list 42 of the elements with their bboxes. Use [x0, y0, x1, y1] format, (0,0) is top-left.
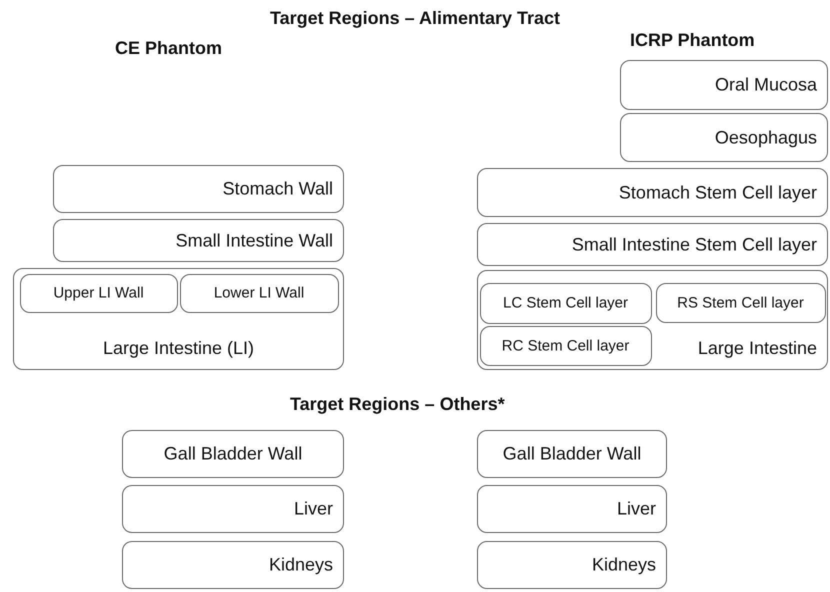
box-label: Large Intestine (LI) [102, 338, 254, 359]
box-label: Small Intestine Wall [176, 230, 333, 251]
rounded-box [620, 60, 828, 110]
box-label: Liver [294, 498, 333, 520]
box-label: Lower LI Wall [214, 284, 304, 302]
box-label: Upper LI Wall [53, 284, 144, 302]
group-box [13, 268, 344, 370]
rounded-box [656, 282, 826, 322]
section-heading: Target Regions – Others* [290, 394, 505, 415]
rounded-box [477, 430, 667, 478]
section-heading: ICRP Phantom [630, 30, 755, 51]
box-label: Oral Mucosa [714, 74, 817, 96]
rounded-box [480, 326, 652, 366]
rounded-box [477, 485, 667, 533]
box-label: RS Stem Cell layer [677, 294, 804, 311]
diagram-title: Target Regions – Alimentary Tract [270, 8, 560, 28]
box-label: Liver [616, 498, 656, 520]
box-label: Oesophagus [714, 127, 817, 148]
box-label: Kidneys [268, 554, 333, 576]
rounded-box [53, 219, 344, 262]
rounded-box [122, 485, 344, 533]
section-heading: CE Phantom [115, 38, 222, 59]
rounded-box [477, 168, 828, 217]
box-label: Gall Bladder Wall [502, 444, 642, 464]
box-label: Gall Bladder Wall [164, 444, 302, 464]
rounded-box [180, 274, 338, 312]
rounded-box [122, 541, 344, 589]
rounded-box [122, 430, 344, 478]
box-label: Stomach Stem Cell layer [618, 182, 817, 203]
rounded-box [477, 223, 828, 266]
box-label: RC Stem Cell layer [502, 337, 630, 354]
box-label: LC Stem Cell layer [502, 294, 628, 312]
box-label: Small Intestine Stem Cell layer [572, 234, 817, 255]
box-label: Large Intestine [698, 338, 817, 359]
box-label: Kidneys [592, 554, 656, 576]
group-box [477, 270, 828, 370]
rounded-box [477, 541, 667, 589]
rounded-box [480, 282, 652, 324]
rounded-box [53, 165, 344, 213]
rounded-box [20, 274, 178, 312]
rounded-box [620, 113, 828, 162]
box-label: Stomach Wall [222, 178, 333, 200]
